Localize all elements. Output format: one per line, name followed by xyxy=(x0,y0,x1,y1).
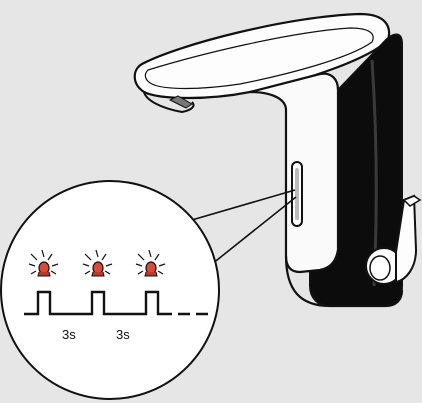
led-3 xyxy=(135,249,166,277)
led-indicators xyxy=(28,249,166,277)
pulse-waveform xyxy=(24,290,172,316)
faucet xyxy=(133,12,422,308)
lever-handle xyxy=(365,194,422,285)
callout-leader xyxy=(184,189,297,269)
interval-label-2: 3s xyxy=(116,327,130,342)
aerator xyxy=(168,95,193,109)
led-2 xyxy=(82,249,113,277)
led-1 xyxy=(28,249,59,277)
magnifier-circle xyxy=(0,180,220,400)
interval-label-1: 3s xyxy=(62,327,76,342)
